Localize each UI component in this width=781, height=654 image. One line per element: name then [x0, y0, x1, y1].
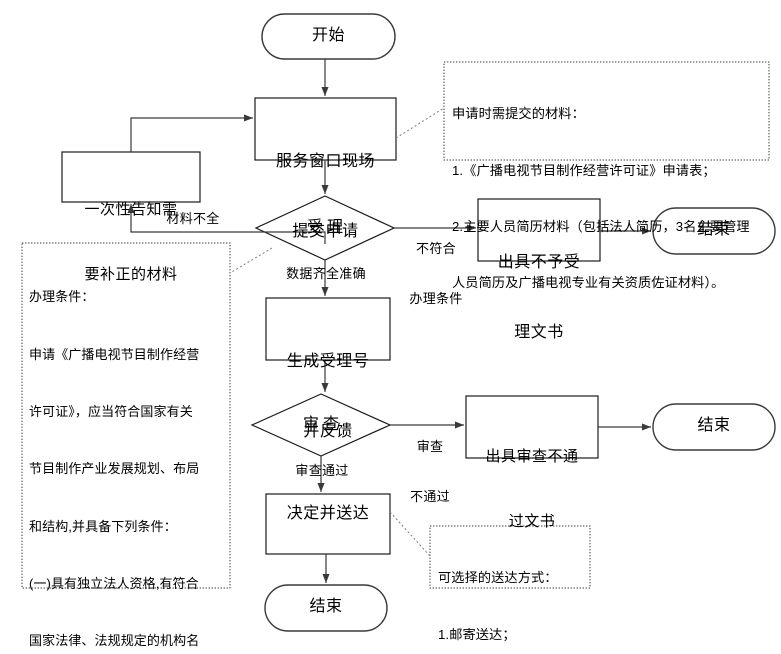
- note-conditions-box: [21, 242, 231, 589]
- note-conditions-line-3: 许可证》，应当符合国家有关: [29, 403, 193, 419]
- node-faildoc-label-line2: 过文书: [508, 512, 556, 530]
- node-gennumber-label-line2: 并反馈: [303, 422, 353, 440]
- node-submit-shape: [254, 97, 397, 161]
- node-notify-label-line2: 要补正的材料: [84, 265, 178, 283]
- edge-notify-submit: [130, 114, 254, 152]
- node-start-shape: [261, 13, 396, 60]
- node-end1-label: 结束: [697, 221, 731, 238]
- node-rejectdoc-label: 出具不予受 理文书: [478, 205, 600, 391]
- note-delivery-line-2: 1.邮寄送达；: [438, 626, 516, 642]
- node-end3-label: 结束: [309, 598, 343, 615]
- node-faildoc-shape: [465, 395, 599, 459]
- note-materials-text: 申请时需提交的材料： 1.《广播电视节目制作经营许可证》申请表； 2.主要人员简…: [452, 68, 764, 330]
- note-conditions-line-2: 申请《广播电视节目制作经营: [29, 346, 200, 362]
- note-materials-line-4: 人员简历及广播电视专业有关资质佐证材料）。: [452, 275, 725, 291]
- node-submit-label-line2: 提交申请: [292, 222, 359, 240]
- node-gennumber-label-line1: 生成受理号: [286, 353, 370, 371]
- edge-label-not-qualified: 不符合 办理条件: [396, 207, 476, 342]
- edge-accept-notify: [127, 203, 326, 244]
- edge-label-review-fail-line1: 审查: [416, 438, 444, 454]
- node-gennumber-shape: [265, 297, 391, 361]
- node-notify-label: 一次性告知需 要补正的材料: [62, 155, 200, 329]
- node-decide-shape: [265, 493, 391, 555]
- note-delivery-box: [429, 525, 591, 589]
- note-materials-line-3: 2.主要人员简历材料（包括法人简历，3名主要管理: [452, 218, 750, 234]
- leader-accept-to-conditions-note: [229, 247, 273, 274]
- edge-label-review-fail: 审查 不通过: [396, 405, 464, 540]
- node-faildoc-label: 出具审查不通 过文书: [466, 402, 598, 576]
- edge-label-incomplete: 材料不全: [166, 211, 220, 226]
- node-start-label: 开始: [311, 27, 345, 44]
- node-submit-label: 服务窗口现场 提交申请: [255, 104, 396, 290]
- note-delivery-line-1: 可选择的送达方式：: [438, 570, 558, 586]
- edge-label-not-qualified-line2: 办理条件: [409, 291, 463, 307]
- note-conditions-text: 办理条件： 申请《广播电视节目制作经营 许可证》，应当符合国家有关 节目制作产业…: [29, 249, 227, 654]
- node-end2-shape: [652, 403, 776, 451]
- edge-label-review-pass: 审查通过: [295, 463, 349, 478]
- edge-label-not-qualified-line1: 不符合: [416, 240, 456, 256]
- node-rejectdoc-label-line2: 理文书: [514, 323, 564, 341]
- node-gennumber-label: 生成受理号 并反馈: [266, 304, 390, 490]
- note-conditions-line-6: (一)具有独立法人资格,有符合: [29, 575, 199, 591]
- edge-label-data-complete: 数据齐全准确: [286, 266, 366, 281]
- note-materials-line-2: 1.《广播电视节目制作经营许可证》申请表；: [452, 162, 716, 178]
- note-materials-box: [443, 61, 770, 161]
- edge-label-review-fail-line2: 不通过: [410, 489, 450, 505]
- node-accept-label: 受理: [306, 219, 347, 236]
- note-conditions-line-5: 和结构,并具备下列条件：: [29, 518, 177, 534]
- leader-decide-to-delivery-note: [389, 511, 431, 557]
- node-submit-label-line1: 服务窗口现场: [275, 153, 375, 171]
- node-end3-shape: [264, 584, 388, 632]
- leader-submit-to-materials-note: [395, 107, 445, 139]
- note-materials-line-1: 申请时需提交的材料：: [452, 106, 585, 122]
- node-rejectdoc-shape: [477, 198, 601, 262]
- node-review-label: 审查: [302, 416, 343, 433]
- node-end2-label: 结束: [697, 417, 731, 434]
- node-notify-label-line1: 一次性告知需: [84, 200, 178, 218]
- note-conditions-line-7: 国家法律、法规规定的机构名: [29, 633, 200, 649]
- note-conditions-line-1: 办理条件：: [29, 289, 95, 305]
- note-conditions-line-4: 节目制作产业发展规划、布局: [29, 461, 200, 477]
- note-delivery-text: 可选择的送达方式： 1.邮寄送达； 2.窗口领取。: [438, 532, 588, 654]
- node-rejectdoc-label-line1: 出具不予受: [497, 254, 581, 272]
- node-end1-shape: [652, 207, 776, 255]
- node-faildoc-label-line1: 出具审查不通: [485, 447, 579, 465]
- node-decide-label: 决定并送达: [286, 505, 370, 522]
